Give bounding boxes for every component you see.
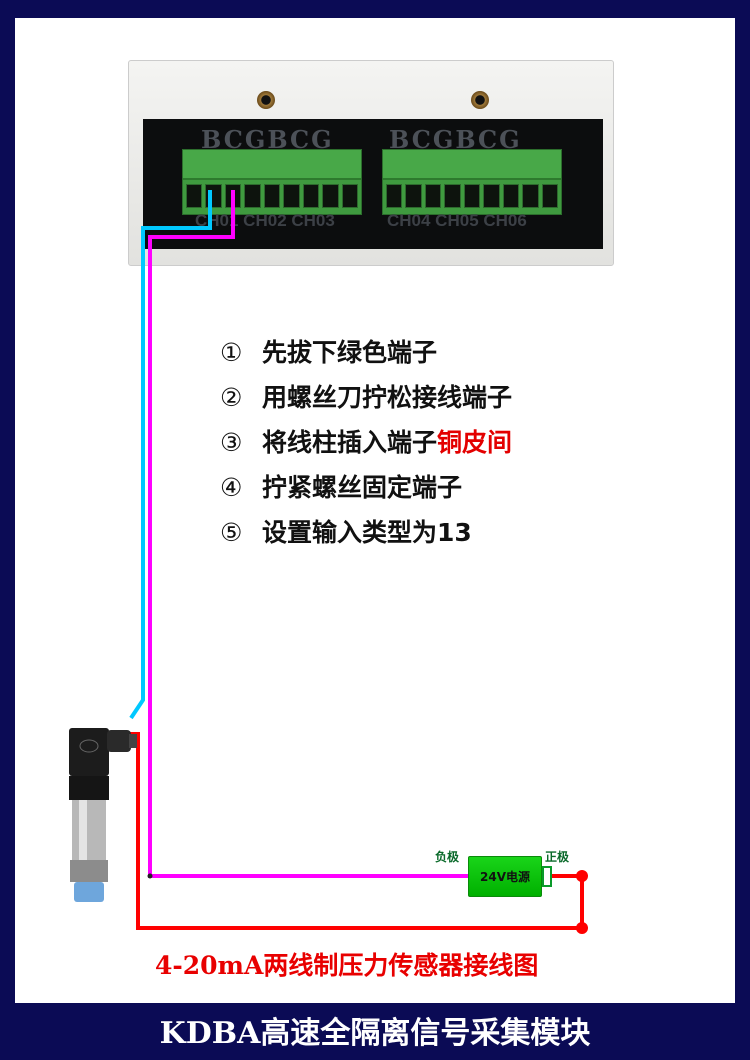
diagram-canvas: BCGBCG BCGBCG CH01 CH02 CH03 CH04 CH05 C… xyxy=(15,18,735,1003)
positive-wire xyxy=(127,732,584,930)
signal-wire xyxy=(129,190,212,720)
power-supply: 24V电源 xyxy=(468,856,542,897)
positive-pole-label: 正极 xyxy=(545,850,570,864)
pressure-sensor-icon xyxy=(69,728,137,902)
highlight-text: 铜皮间 xyxy=(437,428,513,457)
product-banner: KDBA高速全隔离信号采集模块 xyxy=(159,1016,591,1051)
diagram-caption: 4-20mA两线制压力传感器接线图 xyxy=(155,951,539,980)
negative-wire xyxy=(148,190,468,878)
mounting-screw-icon xyxy=(471,91,489,109)
terminal-block-right[interactable] xyxy=(382,149,562,215)
channel-labels-left: CH01 CH02 CH03 xyxy=(195,211,335,230)
junction-dot xyxy=(576,922,588,934)
junction-dot xyxy=(576,870,588,882)
negative-pole-label: 负极 xyxy=(435,850,460,864)
channel-labels-right: CH04 CH05 CH06 xyxy=(387,211,527,230)
mounting-screw-icon xyxy=(257,91,275,109)
power-terminal xyxy=(542,866,552,887)
